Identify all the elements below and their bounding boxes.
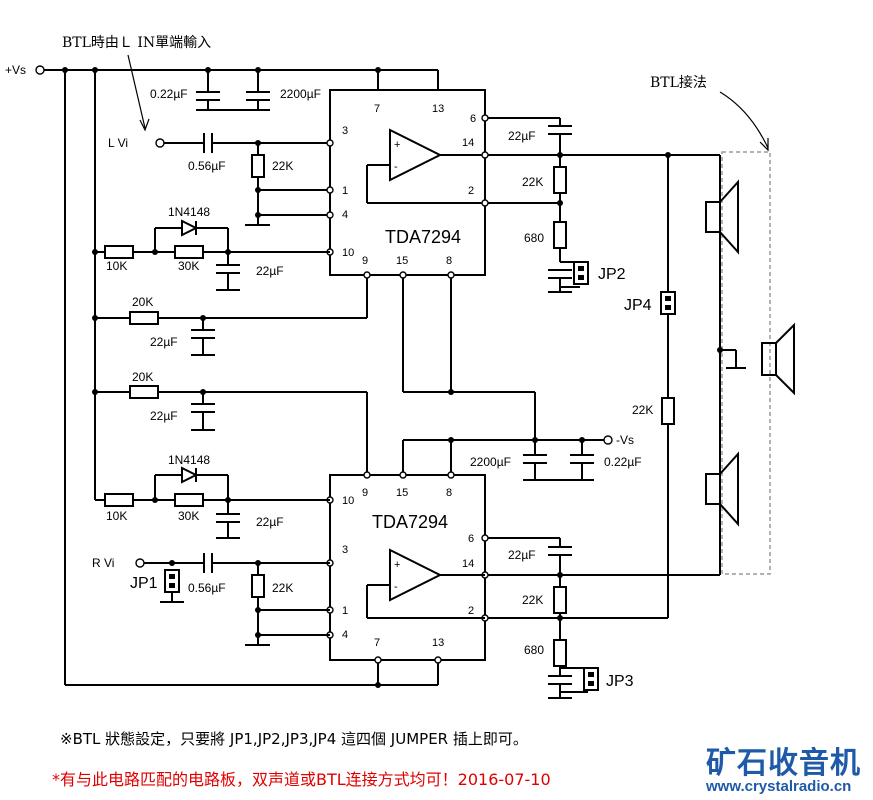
- top-output-network: [488, 117, 720, 293]
- bottom-chip-wiring: [95, 466, 489, 664]
- top-diode-label: 1N4148: [168, 205, 210, 219]
- site-url: www.crystalradio.cn: [706, 778, 852, 795]
- svg-text:+: +: [394, 139, 400, 151]
- bottom-c22-fb-label: 22µF: [256, 515, 284, 529]
- top-chip-name: TDA7294: [385, 227, 461, 247]
- jp4-jumper-network: [488, 155, 676, 619]
- jp4-label: JP4: [624, 297, 652, 314]
- bottom-r30k-label: 30K: [178, 509, 199, 523]
- top-c22-out-label: 22µF: [508, 129, 536, 143]
- top-pin-6: 6: [470, 113, 476, 125]
- top-pin-1: 1: [342, 185, 348, 197]
- bottom-pin-1: 1: [342, 605, 348, 617]
- speaker-bottom-icon: [705, 451, 739, 527]
- top-r22k-input-label: 22K: [272, 159, 293, 173]
- top-pin-9: 9: [362, 255, 368, 267]
- top-pin-3: 3: [342, 125, 348, 137]
- top-pin-15: 15: [396, 255, 408, 267]
- bottom-pin-15: 15: [396, 487, 408, 499]
- speaker-top-icon: [705, 179, 739, 255]
- top-pin-2: 2: [468, 185, 474, 197]
- pcb-availability-note: *有与此电路匹配的电路板，双声道或BTL连接方式均可！2016-07-10: [52, 770, 551, 789]
- r20k-b-label: 20K: [132, 370, 153, 384]
- cap-022uf-top-label: 0.22µF: [150, 87, 188, 101]
- btl-setting-note: ※BTL 狀態設定，只要將 JP1,JP2,JP3,JP4 這四個 JUMPER…: [60, 730, 528, 748]
- bottom-r680-label: 680: [524, 643, 544, 657]
- bottom-vi-label: R Vi: [92, 556, 114, 570]
- cap-022uf-bottom-label: 0.22µF: [604, 455, 642, 469]
- svg-text:-: -: [394, 581, 398, 593]
- top-r680-label: 680: [524, 231, 544, 245]
- vs-positive-label: +Vs: [5, 63, 26, 77]
- bottom-output-network: [488, 537, 720, 699]
- bottom-pin-13: 13: [432, 637, 444, 649]
- r20k-a-label: 20K: [132, 295, 153, 309]
- top-r22k-out-label: 22K: [522, 175, 543, 189]
- btl-left-input-note: BTL時由Ｌ IN單端輸入: [62, 35, 211, 51]
- bottom-pin-7: 7: [374, 637, 380, 649]
- bottom-pin-3: 3: [342, 544, 348, 556]
- top-pin-7: 7: [374, 103, 380, 115]
- positive-supply-rail: [35, 65, 439, 688]
- btl-method-note: BTL接法: [650, 74, 707, 91]
- top-pin-4: 4: [342, 209, 348, 221]
- svg-text:+: +: [394, 559, 400, 571]
- top-c22-fb-label: 22µF: [256, 264, 284, 278]
- top-pin-14: 14: [462, 137, 474, 149]
- supply-capacitors-top: [196, 70, 270, 111]
- cap-2200uf-bottom-label: 2200µF: [470, 455, 511, 469]
- c22-a-label: 22µF: [150, 335, 178, 349]
- middle-shared-wiring: [92, 385, 613, 481]
- top-chip-wiring: [92, 114, 536, 440]
- top-amplifier-chip: + -: [329, 89, 486, 276]
- bottom-r10k-label: 10K: [106, 509, 127, 523]
- c22-b-label: 22µF: [150, 409, 178, 423]
- bottom-pin-8: 8: [446, 487, 452, 499]
- site-logo: 矿石收音机: [706, 746, 861, 781]
- bottom-pin-14: 14: [462, 558, 474, 570]
- top-pin-8: 8: [446, 255, 452, 267]
- vs-negative-label: -Vs: [616, 433, 634, 447]
- top-vi-label: L Vi: [108, 136, 128, 150]
- top-pin-10: 10: [342, 247, 354, 259]
- bottom-diode-label: 1N4148: [168, 453, 210, 467]
- speaker-center-icon: [761, 322, 795, 396]
- top-r30k-label: 30K: [178, 259, 199, 273]
- top-r10k-label: 10K: [106, 259, 127, 273]
- jp2-label: JP2: [598, 266, 626, 283]
- bottom-pin-9: 9: [362, 487, 368, 499]
- bottom-amplifier-chip: + -: [329, 474, 486, 661]
- bottom-r22k-input-label: 22K: [272, 581, 293, 595]
- bottom-pin-10: 10: [342, 495, 354, 507]
- svg-text:-: -: [394, 161, 398, 173]
- mid-r22k-label: 22K: [632, 403, 653, 417]
- bottom-r22k-out-label: 22K: [522, 593, 543, 607]
- jp1-label: JP1: [130, 575, 158, 592]
- bottom-chip-name: TDA7294: [372, 512, 448, 532]
- bottom-pin-4: 4: [342, 629, 348, 641]
- cap-2200uf-top-label: 2200µF: [280, 87, 321, 101]
- bottom-pin-6: 6: [468, 533, 474, 545]
- jp3-label: JP3: [606, 673, 634, 690]
- top-pin-13: 13: [432, 103, 444, 115]
- bottom-pin-2: 2: [468, 605, 474, 617]
- bottom-cap-056-label: 0.56µF: [188, 581, 226, 595]
- bottom-c22-out-label: 22µF: [508, 548, 536, 562]
- top-cap-056-label: 0.56µF: [188, 159, 226, 173]
